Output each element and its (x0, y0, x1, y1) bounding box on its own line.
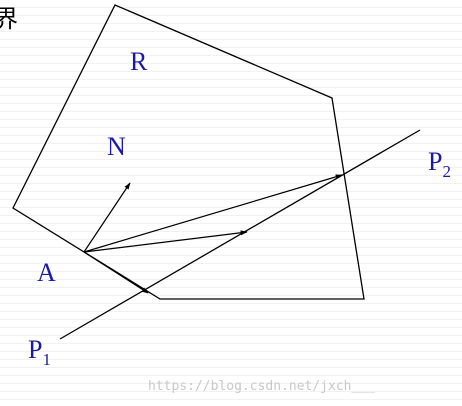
label-p1: P1 (28, 335, 51, 369)
normal-vector-arrow (83, 182, 131, 253)
corner-character: 界 (0, 5, 18, 33)
label-p1-letter: P (28, 335, 42, 364)
label-a: A (37, 258, 56, 287)
watermark-text: https://blog.csdn.net/jxch___ (148, 379, 375, 394)
label-n: N (107, 132, 126, 161)
label-p2-subscript: 2 (442, 162, 451, 181)
region-polygon (12, 4, 365, 300)
vector-to-upper-intersection (83, 174, 343, 253)
label-p1-subscript: 1 (42, 350, 51, 369)
vector-to-lower-intersection (83, 251, 149, 294)
label-p2: P2 (428, 147, 451, 181)
vector-to-mid-point (83, 230, 248, 253)
label-p2-letter: P (428, 147, 442, 176)
label-r: R (130, 47, 148, 76)
line-p1-p2 (59, 129, 421, 340)
